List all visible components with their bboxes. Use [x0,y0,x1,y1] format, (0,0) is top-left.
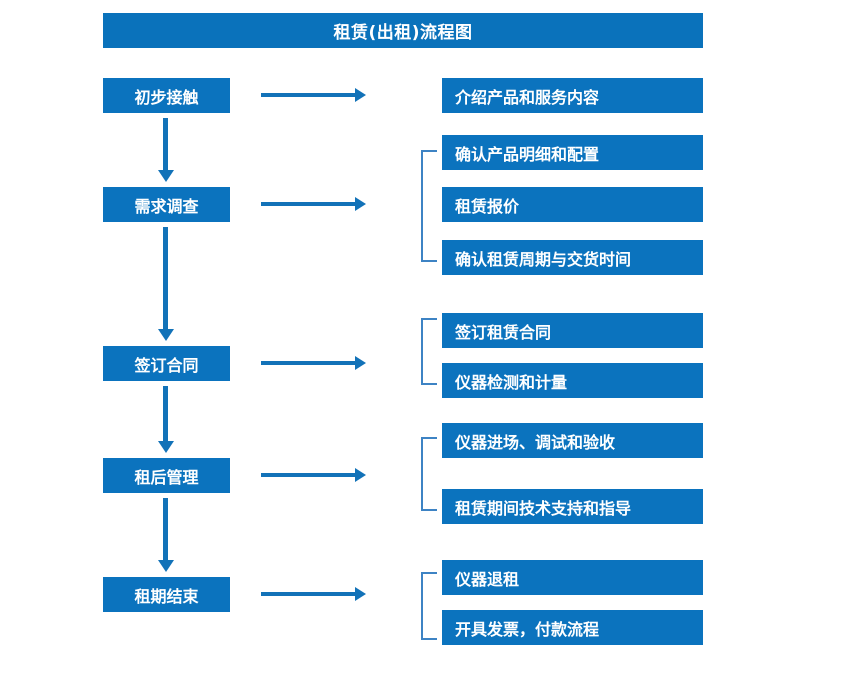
right-arrow-icon-4 [261,468,366,482]
detail-box-租赁期间技术支持和指导[interactable]: 租赁期间技术支持和指导 [442,489,703,524]
stage-box-租后管理[interactable]: 租后管理 [103,458,230,493]
stage-box-需求调查[interactable]: 需求调查 [103,187,230,222]
group-bracket-icon-需求调查 [421,150,437,262]
group-bracket-icon-签订合同 [421,318,437,385]
right-arrow-icon-2 [261,197,366,211]
down-arrow-icon-2 [158,227,174,341]
detail-box-确认产品明细和配置[interactable]: 确认产品明细和配置 [442,135,703,170]
right-arrow-icon-3 [261,356,366,370]
detail-box-租赁报价[interactable]: 租赁报价 [442,187,703,222]
right-arrow-icon-5 [261,587,366,601]
stage-box-签订合同[interactable]: 签订合同 [103,346,230,381]
group-bracket-icon-租期结束 [421,572,437,640]
down-arrow-icon-1 [158,118,174,182]
detail-box-介绍产品和服务内容[interactable]: 介绍产品和服务内容 [442,78,703,113]
detail-box-仪器检测和计量[interactable]: 仪器检测和计量 [442,363,703,398]
stage-box-初步接触[interactable]: 初步接触 [103,78,230,113]
detail-box-仪器进场调试和验收[interactable]: 仪器进场、调试和验收 [442,423,703,458]
right-arrow-icon-1 [261,88,366,102]
diagram-title: 租赁(出租)流程图 [103,13,703,48]
detail-box-签订租赁合同[interactable]: 签订租赁合同 [442,313,703,348]
detail-box-仪器退租[interactable]: 仪器退租 [442,560,703,595]
stage-box-租期结束[interactable]: 租期结束 [103,577,230,612]
down-arrow-icon-4 [158,498,174,572]
detail-box-确认租赁周期与交货时间[interactable]: 确认租赁周期与交货时间 [442,240,703,275]
group-bracket-icon-租后管理 [421,437,437,511]
down-arrow-icon-3 [158,386,174,453]
detail-box-开具发票付款流程[interactable]: 开具发票，付款流程 [442,610,703,645]
